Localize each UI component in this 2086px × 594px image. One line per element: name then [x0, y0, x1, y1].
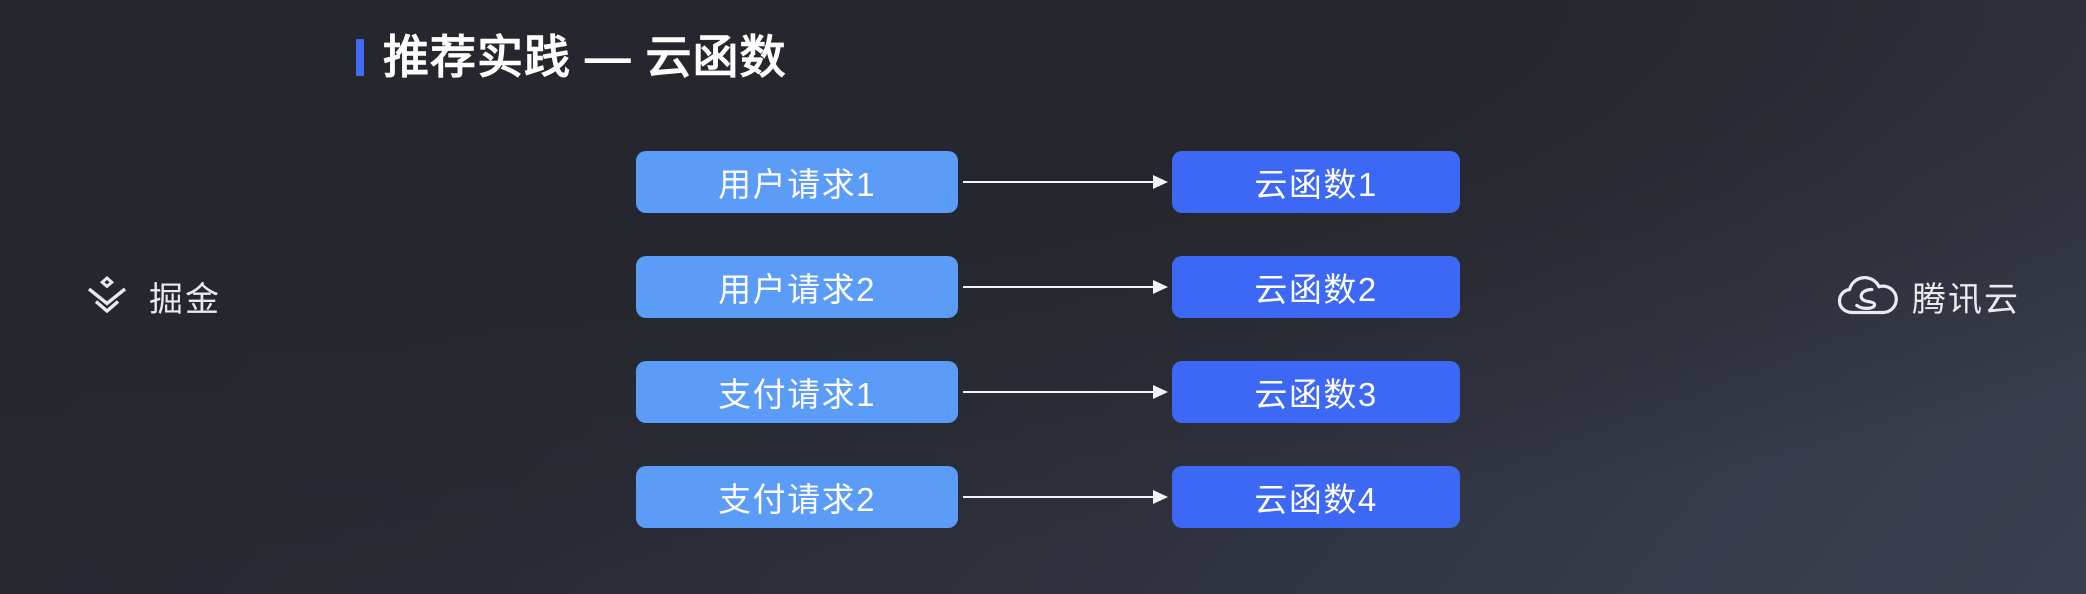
page-title: 推荐实践 — 云函数 [356, 28, 787, 86]
arrow-connector-2 [963, 280, 1168, 294]
source-node-3[interactable]: 支付请求1 [636, 361, 958, 423]
source-node-2[interactable]: 用户请求2 [636, 256, 958, 318]
arrow-head-icon [1153, 385, 1168, 399]
tencent-cloud-label: 腾讯云 [1912, 281, 2020, 319]
juejin-label: 掘金 [149, 281, 221, 319]
source-node-4[interactable]: 支付请求2 [636, 466, 958, 528]
flow-diagram: 用户请求1 云函数1 用户请求2 云函数2 支付请求1 云函数3 支付 [0, 140, 2086, 560]
arrow-shaft [963, 286, 1155, 288]
target-node-2[interactable]: 云函数2 [1172, 256, 1460, 318]
flow-row: 支付请求2 云函数4 [0, 455, 2086, 560]
arrow-head-icon [1153, 280, 1168, 294]
target-node-4[interactable]: 云函数4 [1172, 466, 1460, 528]
title-accent-bar [356, 38, 364, 76]
target-node-1[interactable]: 云函数1 [1172, 151, 1460, 213]
juejin-watermark: 掘金 [80, 272, 221, 321]
title-text: 推荐实践 — 云函数 [383, 31, 787, 83]
arrow-head-icon [1153, 490, 1168, 504]
flow-row: 支付请求1 云函数3 [0, 350, 2086, 455]
flow-row: 用户请求2 云函数2 [0, 245, 2086, 350]
arrow-connector-3 [963, 385, 1168, 399]
source-node-1[interactable]: 用户请求1 [636, 151, 958, 213]
arrow-connector-4 [963, 490, 1168, 504]
flow-row: 用户请求1 云函数1 [0, 140, 2086, 245]
juejin-chevron-icon [80, 275, 134, 318]
arrow-shaft [963, 496, 1155, 498]
tencent-cloud-icon [1837, 274, 1898, 320]
target-node-3[interactable]: 云函数3 [1172, 361, 1460, 423]
arrow-head-icon [1153, 175, 1168, 189]
tencent-cloud-watermark: 腾讯云 [1837, 272, 2020, 321]
arrow-shaft [963, 391, 1155, 393]
arrow-shaft [963, 181, 1155, 183]
arrow-connector-1 [963, 175, 1168, 189]
